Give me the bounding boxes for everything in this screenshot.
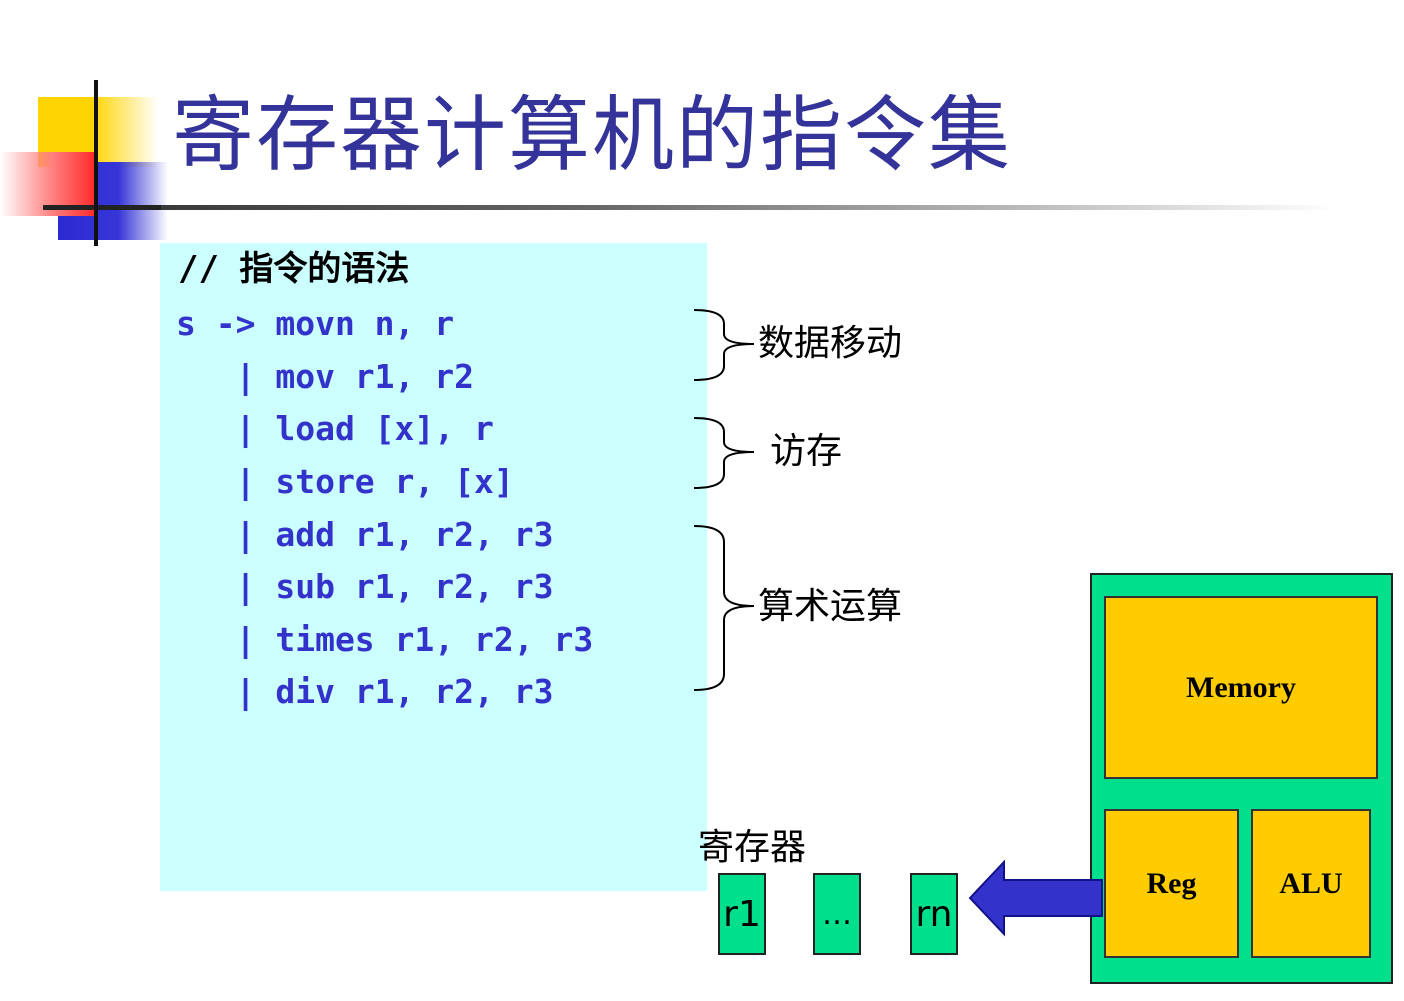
register-ellipsis: …	[813, 873, 861, 955]
code-panel	[160, 243, 707, 891]
code-line: s -> movn n, r	[176, 304, 455, 343]
code-line: | load [x], r	[176, 409, 494, 448]
code-line: | mov r1, r2	[176, 357, 475, 396]
code-line: | add r1, r2, r3	[176, 515, 554, 554]
code-line: | sub r1, r2, r3	[176, 567, 554, 606]
page-title: 寄存器计算机的指令集	[172, 88, 1013, 183]
code-comment: // 指令的语法	[178, 249, 410, 289]
code-line: | store r, [x]	[176, 462, 514, 501]
label-arithmetic: 算术运算	[758, 586, 903, 627]
register-r1: r1	[718, 873, 766, 955]
code-line: | div r1, r2, r3	[176, 672, 554, 711]
title-underline	[96, 205, 1336, 210]
memory-unit: Memory	[1104, 596, 1378, 779]
reg-unit: Reg	[1104, 809, 1239, 958]
registers-caption: 寄存器	[698, 827, 807, 868]
header-decoration-hline	[43, 205, 161, 210]
arrow-left-icon	[968, 859, 1103, 937]
code-line: | times r1, r2, r3	[176, 620, 594, 659]
header-decoration-vline	[94, 80, 98, 246]
register-rn: rn	[910, 873, 958, 955]
alu-unit: ALU	[1251, 809, 1371, 958]
label-data-move: 数据移动	[758, 323, 903, 364]
label-memory-access: 访存	[770, 431, 843, 472]
